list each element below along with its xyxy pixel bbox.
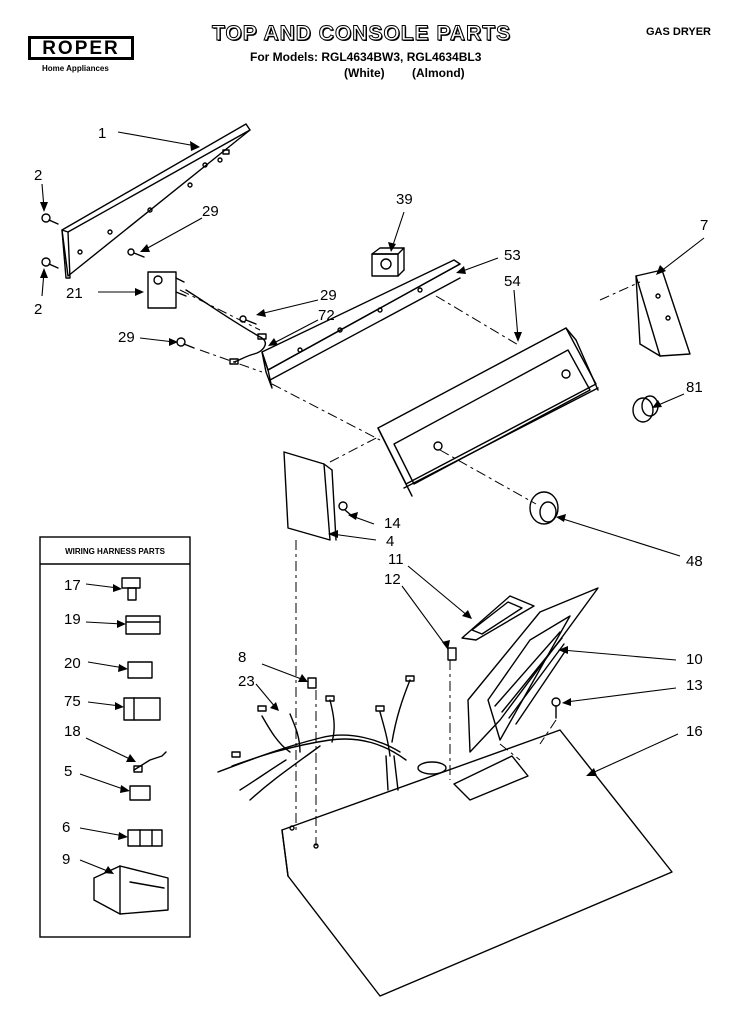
part-14-screw <box>338 501 353 517</box>
callout-5: 5 <box>64 763 72 780</box>
part-2-screw-upper <box>41 213 59 225</box>
callout-2-lower: 2 <box>34 301 42 318</box>
part-6-connector <box>127 829 163 847</box>
part-10-lint-duct <box>467 587 599 753</box>
harness-box-title: WIRING HARNESS PARTS <box>65 547 166 556</box>
roper-logo: ROPER <box>28 36 134 60</box>
callout-10: 10 <box>686 651 703 668</box>
callout-20: 20 <box>64 655 81 672</box>
part-2-screw-lower <box>41 257 59 269</box>
page-title: TOP AND CONSOLE PARTS <box>211 22 512 46</box>
callout-21: 21 <box>66 285 83 302</box>
callout-13: 13 <box>686 677 703 694</box>
callout-numbers: 1 2 29 2 21 39 53 54 7 29 72 29 81 14 4 … <box>34 125 708 868</box>
part-16-top <box>281 729 673 997</box>
callout-14: 14 <box>384 515 401 532</box>
wiring-harness-parts-box: WIRING HARNESS PARTS <box>39 536 191 938</box>
callout-29-b: 29 <box>320 287 337 304</box>
callout-48: 48 <box>686 553 703 570</box>
callout-81: 81 <box>686 379 703 396</box>
assembly-lines <box>179 281 641 846</box>
part-4-end-panel <box>283 451 337 541</box>
color-almond: (Almond) <box>412 66 465 80</box>
callout-4: 4 <box>386 533 394 550</box>
callout-1: 1 <box>98 125 106 142</box>
callout-75: 75 <box>64 693 81 710</box>
callout-29-a: 29 <box>202 203 219 220</box>
part-20-connector <box>127 661 153 679</box>
part-13-screw <box>551 697 561 719</box>
arrowheads <box>40 141 666 874</box>
part-12-screw <box>447 647 457 661</box>
part-81-knob <box>632 395 659 423</box>
callout-18: 18 <box>64 723 81 740</box>
part-72-wire <box>185 289 267 365</box>
callout-19: 19 <box>64 611 81 628</box>
callout-29-c: 29 <box>118 329 135 346</box>
callout-8: 8 <box>238 649 246 666</box>
part-53-console-bracket <box>261 259 461 389</box>
model-numbers: For Models: RGL4634BW3, RGL4634BL3 <box>250 50 482 64</box>
part-21-switch <box>147 271 187 309</box>
callout-54: 54 <box>504 273 521 290</box>
brand-subtitle: Home Appliances <box>42 64 109 73</box>
callout-16: 16 <box>686 723 703 740</box>
part-11-bracket <box>461 595 535 641</box>
brand-name: ROPER <box>42 37 120 59</box>
part-39-timer <box>371 247 405 277</box>
callout-23: 23 <box>238 673 255 690</box>
leader-lines <box>41 131 705 873</box>
part-17-connector <box>121 577 141 601</box>
callout-53: 53 <box>504 247 521 264</box>
color-white: (White) <box>344 66 385 80</box>
callout-6: 6 <box>62 819 70 836</box>
part-29-screw-b <box>239 315 257 325</box>
part-7-end-cap <box>635 269 691 357</box>
callout-39: 39 <box>396 191 413 208</box>
part-9-harness-block <box>93 865 169 915</box>
part-48-knob <box>529 491 559 525</box>
product-type: GAS DRYER <box>646 26 711 38</box>
callout-72: 72 <box>318 307 335 324</box>
part-19-connector <box>125 615 161 635</box>
callout-2-upper: 2 <box>34 167 42 184</box>
callout-7: 7 <box>700 217 708 234</box>
part-75-connector <box>123 697 161 721</box>
callout-12: 12 <box>384 571 401 588</box>
part-29-screw-c <box>176 337 195 349</box>
part-8-clip <box>307 677 317 689</box>
part-1-control-panel <box>61 123 251 279</box>
part-5-connector <box>129 785 151 801</box>
callout-11: 11 <box>388 551 404 568</box>
part-18-terminal <box>133 751 167 773</box>
part-54-console <box>377 327 599 497</box>
callout-9: 9 <box>62 851 70 868</box>
callout-17: 17 <box>64 577 81 594</box>
part-23-wiring-harness <box>217 675 415 801</box>
part-29-screw-a <box>127 248 145 258</box>
